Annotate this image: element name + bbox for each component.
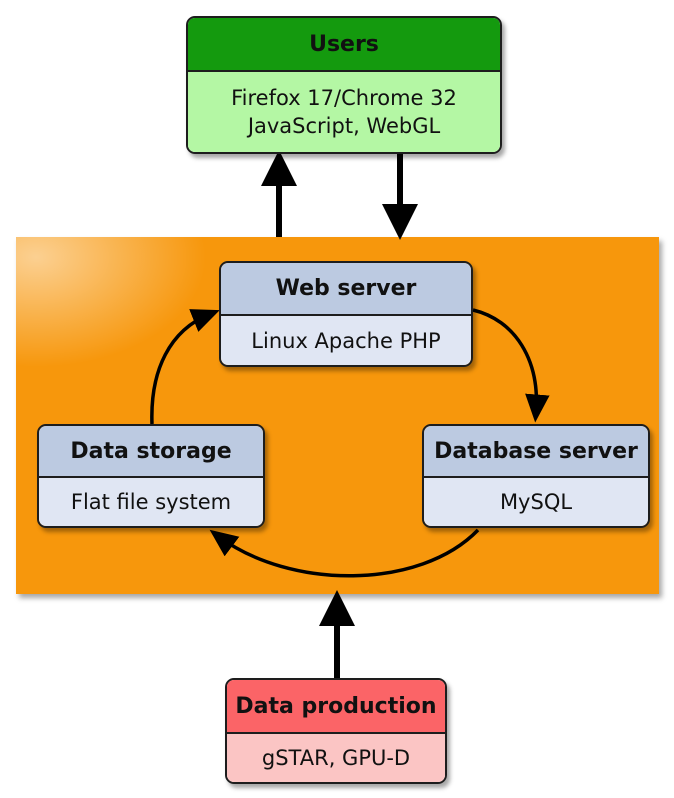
data-storage-body: Flat file system <box>39 478 263 526</box>
web-server-box: Web server Linux Apache PHP <box>219 261 473 367</box>
database-server-body: MySQL <box>424 478 648 526</box>
data-production-title: Data production <box>227 680 445 734</box>
web-server-body: Linux Apache PHP <box>221 316 471 365</box>
data-storage-box: Data storage Flat file system <box>37 424 265 528</box>
users-line-2: JavaScript, WebGL <box>247 114 441 138</box>
data-production-box: Data production gSTAR, GPU-D <box>225 678 447 784</box>
users-body: Firefox 17/Chrome 32 JavaScript, WebGL <box>188 72 500 152</box>
data-production-body: gSTAR, GPU-D <box>227 734 445 782</box>
database-server-title: Database server <box>424 426 648 478</box>
users-box: Users Firefox 17/Chrome 32 JavaScript, W… <box>186 16 502 154</box>
users-title: Users <box>188 18 500 72</box>
web-server-title: Web server <box>221 263 471 316</box>
users-line-1: Firefox 17/Chrome 32 <box>231 86 457 110</box>
database-server-box: Database server MySQL <box>422 424 650 528</box>
data-storage-title: Data storage <box>39 426 263 478</box>
